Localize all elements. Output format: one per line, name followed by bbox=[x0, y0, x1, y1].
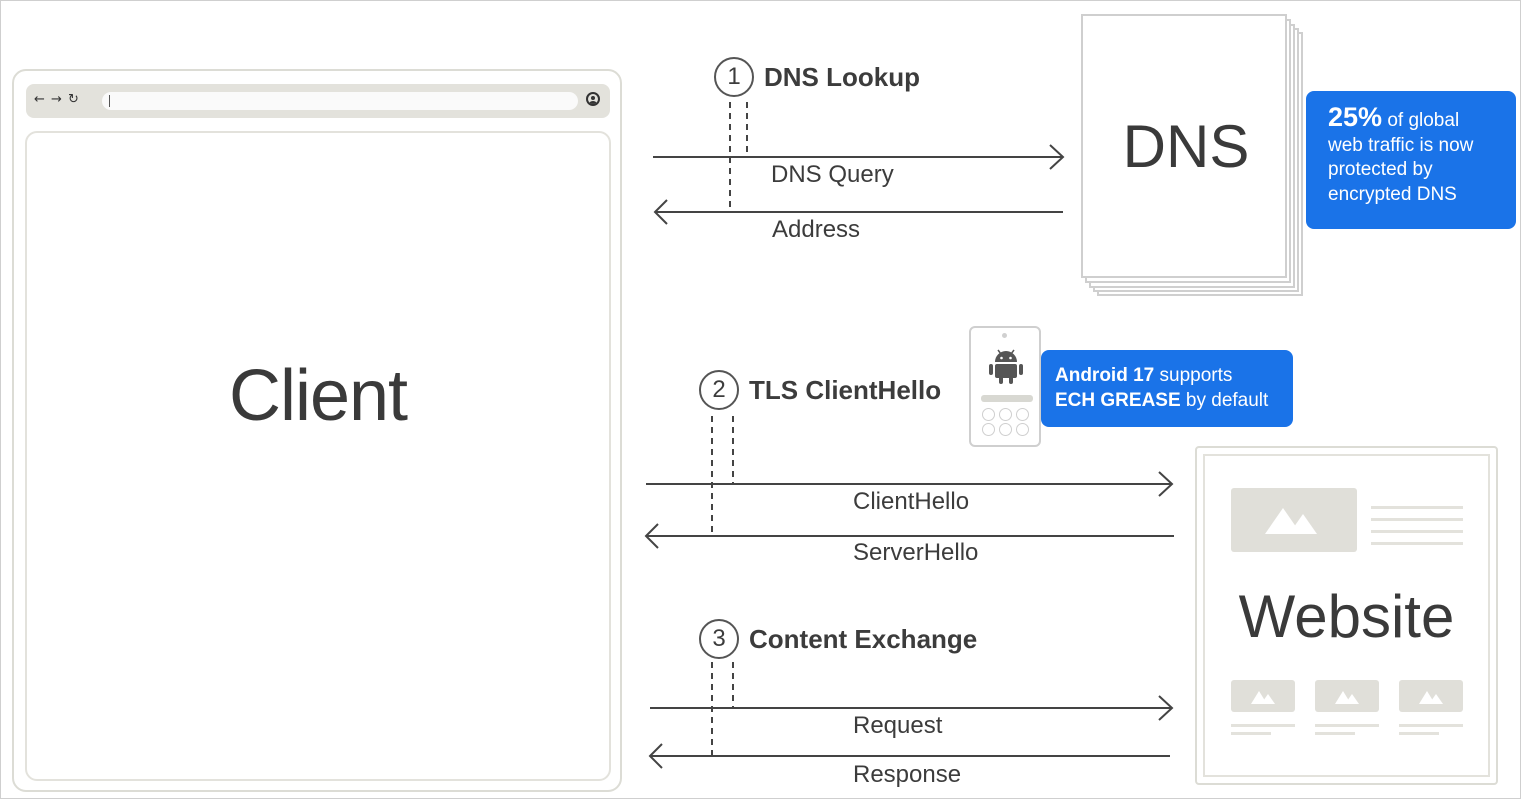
arrowhead bbox=[644, 523, 659, 549]
text-line bbox=[1231, 724, 1295, 727]
callout-bold: ECH GREASE bbox=[1055, 389, 1181, 411]
address-label: Address bbox=[772, 216, 861, 243]
keypad-dot bbox=[999, 423, 1012, 436]
phone-keypad bbox=[982, 408, 1036, 436]
text-line bbox=[1231, 732, 1271, 735]
callout-text: encrypted DNS bbox=[1328, 183, 1457, 205]
step-number: 3 bbox=[699, 619, 739, 659]
serverhello-label: ServerHello bbox=[853, 539, 979, 566]
android-phone bbox=[969, 326, 1041, 447]
response-label: Response bbox=[853, 761, 962, 788]
dns-label: DNS bbox=[1122, 113, 1250, 180]
nav-icons[interactable]: ← → ↻ bbox=[34, 92, 80, 107]
arrowhead bbox=[1158, 695, 1174, 721]
thumbnail-placeholder bbox=[1315, 680, 1379, 712]
step-title: Content Exchange bbox=[749, 623, 978, 654]
mountain-icon bbox=[1265, 508, 1317, 534]
text-line bbox=[1315, 732, 1355, 735]
ech-grease-callout: Android 17 supports ECH GREASE by defaul… bbox=[1041, 350, 1293, 427]
phone-bar bbox=[981, 395, 1033, 402]
callout-text: web traffic is now bbox=[1328, 134, 1474, 156]
text-line bbox=[1371, 542, 1463, 545]
thumbnail-placeholder bbox=[1231, 680, 1295, 712]
keypad-dot bbox=[982, 423, 995, 436]
android-icon bbox=[989, 349, 1023, 384]
arrowhead bbox=[1049, 144, 1065, 170]
keypad-dot bbox=[999, 408, 1012, 421]
clienthello-label: ClientHello bbox=[853, 488, 970, 515]
browser-toolbar: ← → ↻ bbox=[26, 84, 610, 118]
step-title: DNS Lookup bbox=[764, 61, 920, 92]
callout-bold: Android 17 bbox=[1055, 365, 1155, 386]
website-page: Website bbox=[1195, 446, 1498, 785]
callout-text: supports bbox=[1154, 365, 1233, 386]
text-line bbox=[1315, 724, 1379, 727]
text-line bbox=[1371, 518, 1463, 521]
thumbnail-placeholder bbox=[1399, 680, 1463, 712]
website-inner bbox=[1203, 454, 1490, 777]
arrowhead bbox=[1158, 471, 1174, 497]
step-number: 1 bbox=[714, 57, 754, 97]
request-label: Request bbox=[853, 712, 943, 739]
website-label: Website bbox=[1238, 583, 1455, 650]
text-line bbox=[1399, 724, 1463, 727]
step-1-heading: 1 DNS Lookup bbox=[714, 57, 920, 97]
callout-text: by default bbox=[1180, 389, 1269, 411]
keypad-dot bbox=[1016, 408, 1029, 421]
encrypted-dns-callout: 25% of global web traffic is now protect… bbox=[1306, 91, 1516, 229]
phone-camera bbox=[1002, 333, 1007, 338]
step-number: 2 bbox=[699, 370, 739, 410]
text-cursor bbox=[109, 95, 110, 107]
keypad-dot bbox=[1016, 423, 1029, 436]
address-bar[interactable] bbox=[102, 92, 578, 110]
text-line bbox=[1399, 732, 1439, 735]
mountain-icon bbox=[1419, 691, 1443, 704]
browser-viewport: Client bbox=[25, 131, 611, 781]
client-label: Client bbox=[228, 356, 408, 436]
dns-sheet: DNS bbox=[1081, 14, 1287, 278]
dns-query-label: DNS Query bbox=[771, 161, 894, 188]
hero-image-placeholder bbox=[1231, 488, 1357, 552]
text-line bbox=[1371, 506, 1463, 509]
step-3-heading: 3 Content Exchange bbox=[699, 619, 977, 659]
step-title: TLS ClientHello bbox=[749, 374, 942, 405]
mountain-icon bbox=[1335, 691, 1359, 704]
step-2-heading: 2 TLS ClientHello bbox=[699, 370, 941, 410]
arrowhead bbox=[648, 743, 663, 769]
callout-highlight: 25% bbox=[1328, 102, 1383, 132]
callout-text: of global bbox=[1382, 110, 1460, 131]
arrowhead bbox=[653, 199, 668, 225]
keypad-dot bbox=[982, 408, 995, 421]
account-icon[interactable] bbox=[586, 92, 600, 106]
client-browser-window: ← → ↻ Client bbox=[12, 69, 622, 792]
text-line bbox=[1371, 530, 1463, 533]
callout-text: protected by bbox=[1328, 159, 1433, 180]
mountain-icon bbox=[1251, 691, 1275, 704]
